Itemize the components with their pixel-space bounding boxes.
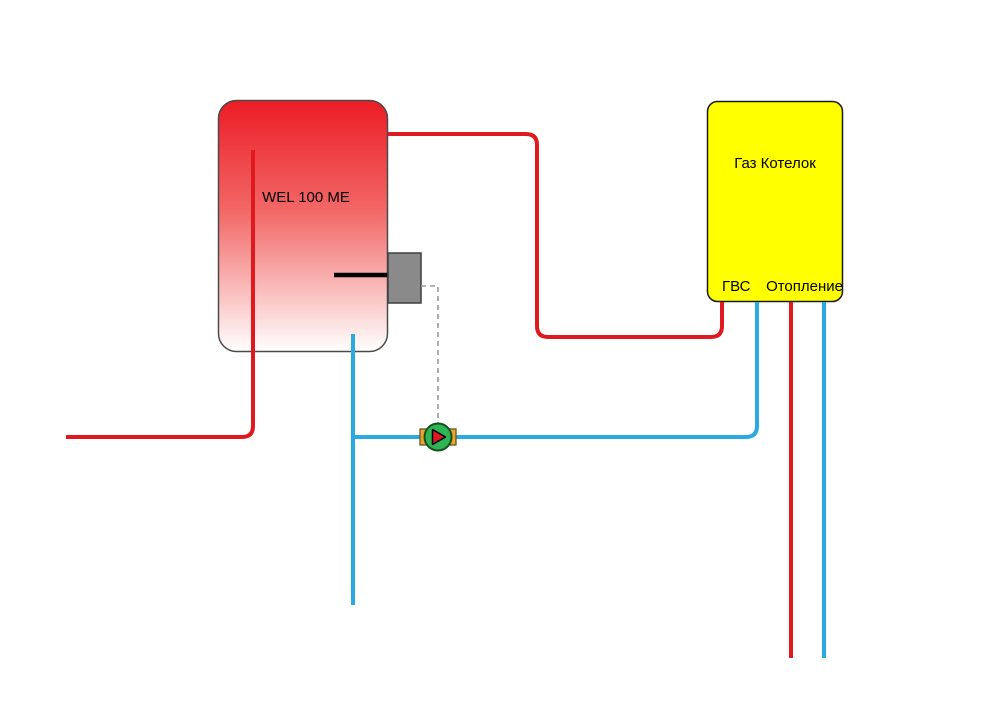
boiler-label: Газ Котелок xyxy=(734,155,816,172)
circulation-pump xyxy=(419,422,457,452)
hot-water-pipe-tank-inlet xyxy=(66,150,255,439)
hot-water-pipe-tank-to-boiler xyxy=(388,132,724,339)
thermostat-sensor-box xyxy=(387,252,422,304)
gas-boiler-box xyxy=(706,100,844,303)
water-heater-tank xyxy=(217,99,389,353)
control-link-dashed-line xyxy=(421,285,439,423)
pump-flow-arrow-icon xyxy=(431,428,447,446)
tank-label: WEL 100 ME xyxy=(262,189,350,206)
boiler-port-label-heating: Отопление xyxy=(766,278,843,295)
boiler-port-label-dhw: ГВС xyxy=(722,278,751,295)
cold-water-pipe-horizontal xyxy=(353,302,759,439)
